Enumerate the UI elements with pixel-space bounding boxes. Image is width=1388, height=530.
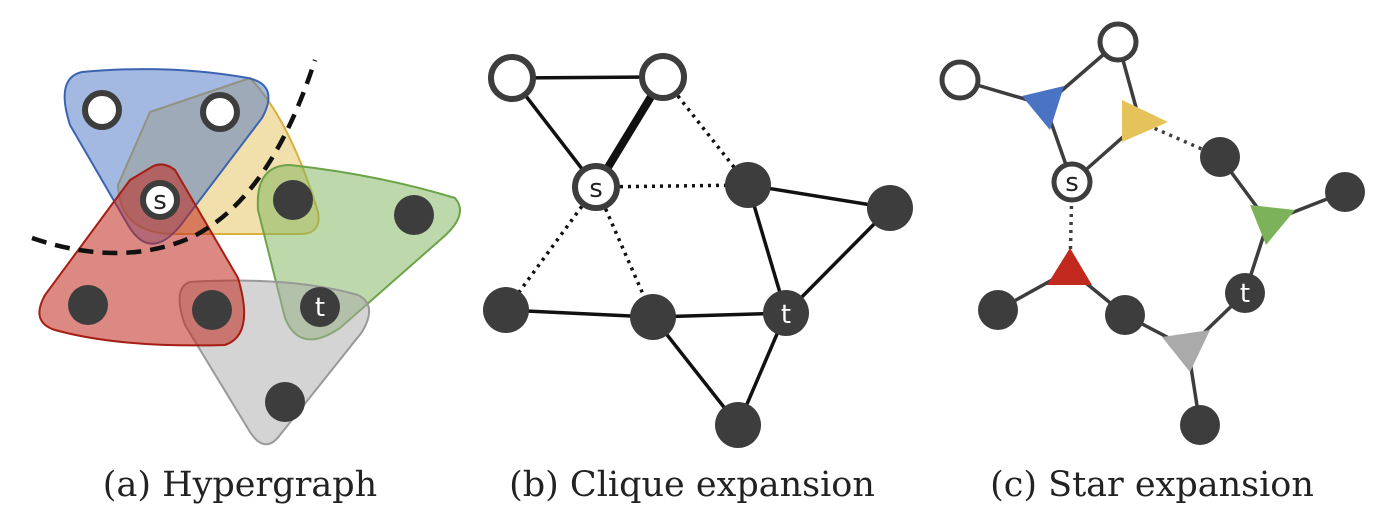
- solid-edges: [505, 75, 892, 427]
- hyperedge-node-red: [1047, 248, 1092, 285]
- node-dark: [1200, 137, 1240, 177]
- node-dark: [68, 285, 108, 325]
- edge-dotted: [504, 185, 598, 312]
- node-target: [300, 287, 340, 327]
- edge: [747, 183, 891, 210]
- node-open: [1097, 21, 1139, 63]
- node-dark: [1180, 405, 1220, 445]
- node-source: [140, 180, 180, 220]
- node-dark: [978, 290, 1018, 330]
- node-target: [763, 290, 809, 336]
- hyperedge-node-green: [1250, 205, 1295, 245]
- node-target-label: t: [315, 293, 325, 323]
- node-source-label: s: [153, 186, 167, 216]
- solid-edges: [959, 40, 1346, 426]
- panel-star-expansion: s t (c) Star expansion: [939, 21, 1365, 505]
- caption-hypergraph: (a) Hypergraph: [103, 465, 377, 505]
- edge: [784, 206, 892, 315]
- node-dark: [192, 290, 232, 330]
- cut-edges: [504, 75, 750, 318]
- node-open: [488, 54, 536, 102]
- node-dark: [630, 294, 676, 340]
- node-open: [82, 90, 122, 130]
- hyperedge-node-blue: [1022, 86, 1064, 130]
- cut-edges: [1068, 120, 1221, 271]
- node-source-label: s: [589, 174, 603, 204]
- edge: [511, 75, 664, 80]
- node-dark: [867, 185, 913, 231]
- edge-dotted: [595, 183, 749, 189]
- node-dark: [715, 402, 761, 448]
- node-dark: [1325, 172, 1365, 212]
- panel-hypergraph: s t (a) Hypergraph: [31, 59, 461, 505]
- node-open: [200, 92, 240, 132]
- edge: [505, 308, 654, 319]
- node-target-label: t: [1240, 279, 1250, 309]
- node-dark: [1105, 295, 1145, 335]
- node-source: [572, 163, 620, 211]
- node-dark: [725, 162, 771, 208]
- node-dark: [273, 180, 313, 220]
- cut-line: [31, 59, 318, 256]
- panel-clique-expansion: s t (b) Clique expansion: [483, 53, 913, 505]
- node-dark: [394, 195, 434, 235]
- hyperedge-node-gray: [1162, 330, 1210, 372]
- node-source-label: s: [1065, 168, 1079, 198]
- node-dark: [483, 287, 529, 333]
- node-target: [1225, 273, 1265, 313]
- node-target-label: t: [781, 300, 791, 330]
- node-open: [639, 53, 687, 101]
- node-dark: [265, 382, 305, 422]
- node-source: [1051, 161, 1093, 203]
- caption-clique-expansion: (b) Clique expansion: [509, 465, 875, 505]
- caption-star-expansion: (c) Star expansion: [990, 465, 1314, 505]
- node-open: [939, 59, 981, 101]
- hyperedge-node-yellow: [1122, 100, 1168, 142]
